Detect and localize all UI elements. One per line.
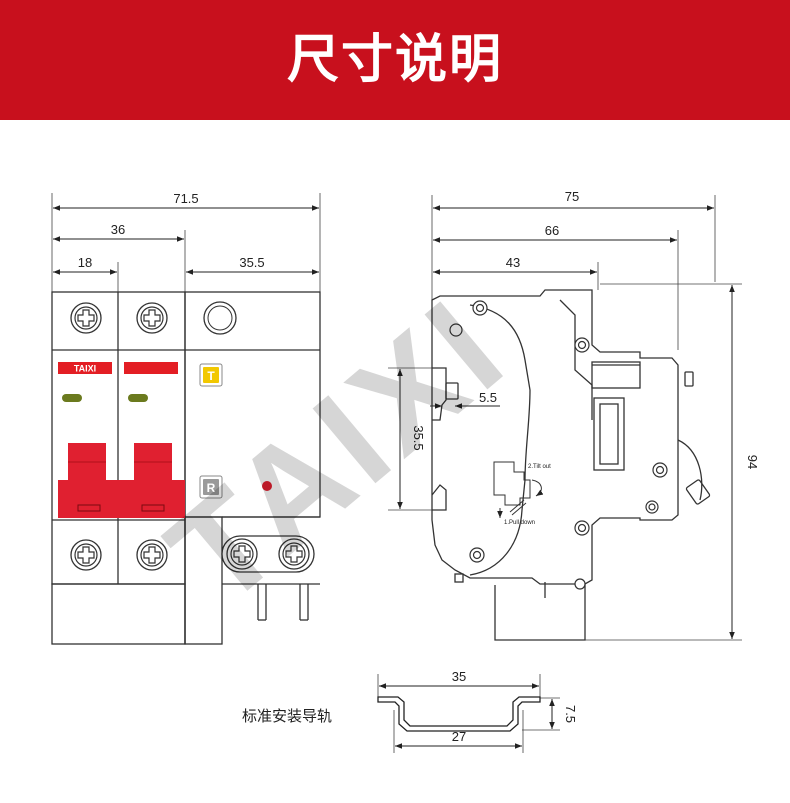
dim-rail-height: 35.5 [411,425,426,450]
dim-rail-outer-width: 35 [452,669,466,684]
dim-rail-inner-width: 27 [452,729,466,744]
page-title: 尺寸说明 [286,30,503,90]
dim-depth-mid: 66 [545,223,559,238]
din-rail: 35 27 7.5 标准安装导轨 [242,669,578,753]
title-banner: 尺寸说明 [0,0,790,120]
brand-label: TAIXI [74,364,96,374]
watermark: TAIXI [140,268,535,636]
status-indicator [62,394,82,402]
terminal-screw-icon [70,302,102,334]
step-pull-down: 1.Pull down [504,520,535,526]
breaker-handle [58,443,185,518]
trip-indicator [262,481,272,491]
dim-depth-total: 75 [565,189,579,204]
dim-two-pole-width: 36 [111,222,125,237]
side-view: 75 66 43 5.5 35.5 94 [388,189,760,641]
terminal-screw-icon [136,539,168,571]
dim-module-width: 35.5 [239,255,264,270]
terminal-screw-icon [70,539,102,571]
dim-clip-offset: 5.5 [479,390,497,405]
test-button-label: T [207,369,215,383]
removal-instruction [493,461,544,518]
dim-height: 94 [745,455,760,469]
dim-rail-depth: 7.5 [563,705,578,723]
step-tilt-out: 2.Tilt out [528,464,551,470]
status-indicator [128,394,148,402]
dim-pole-width: 18 [78,255,92,270]
terminal-screw-icon [136,302,168,334]
brand-bar [58,362,112,374]
reset-button-label: R [207,481,216,495]
front-view: 71.5 36 18 35.5 TAI [51,191,321,645]
rail-label: 标准安装导轨 [242,707,332,725]
brand-bar [124,362,178,374]
dim-total-width: 71.5 [173,191,198,206]
dim-depth-front: 43 [506,255,520,270]
